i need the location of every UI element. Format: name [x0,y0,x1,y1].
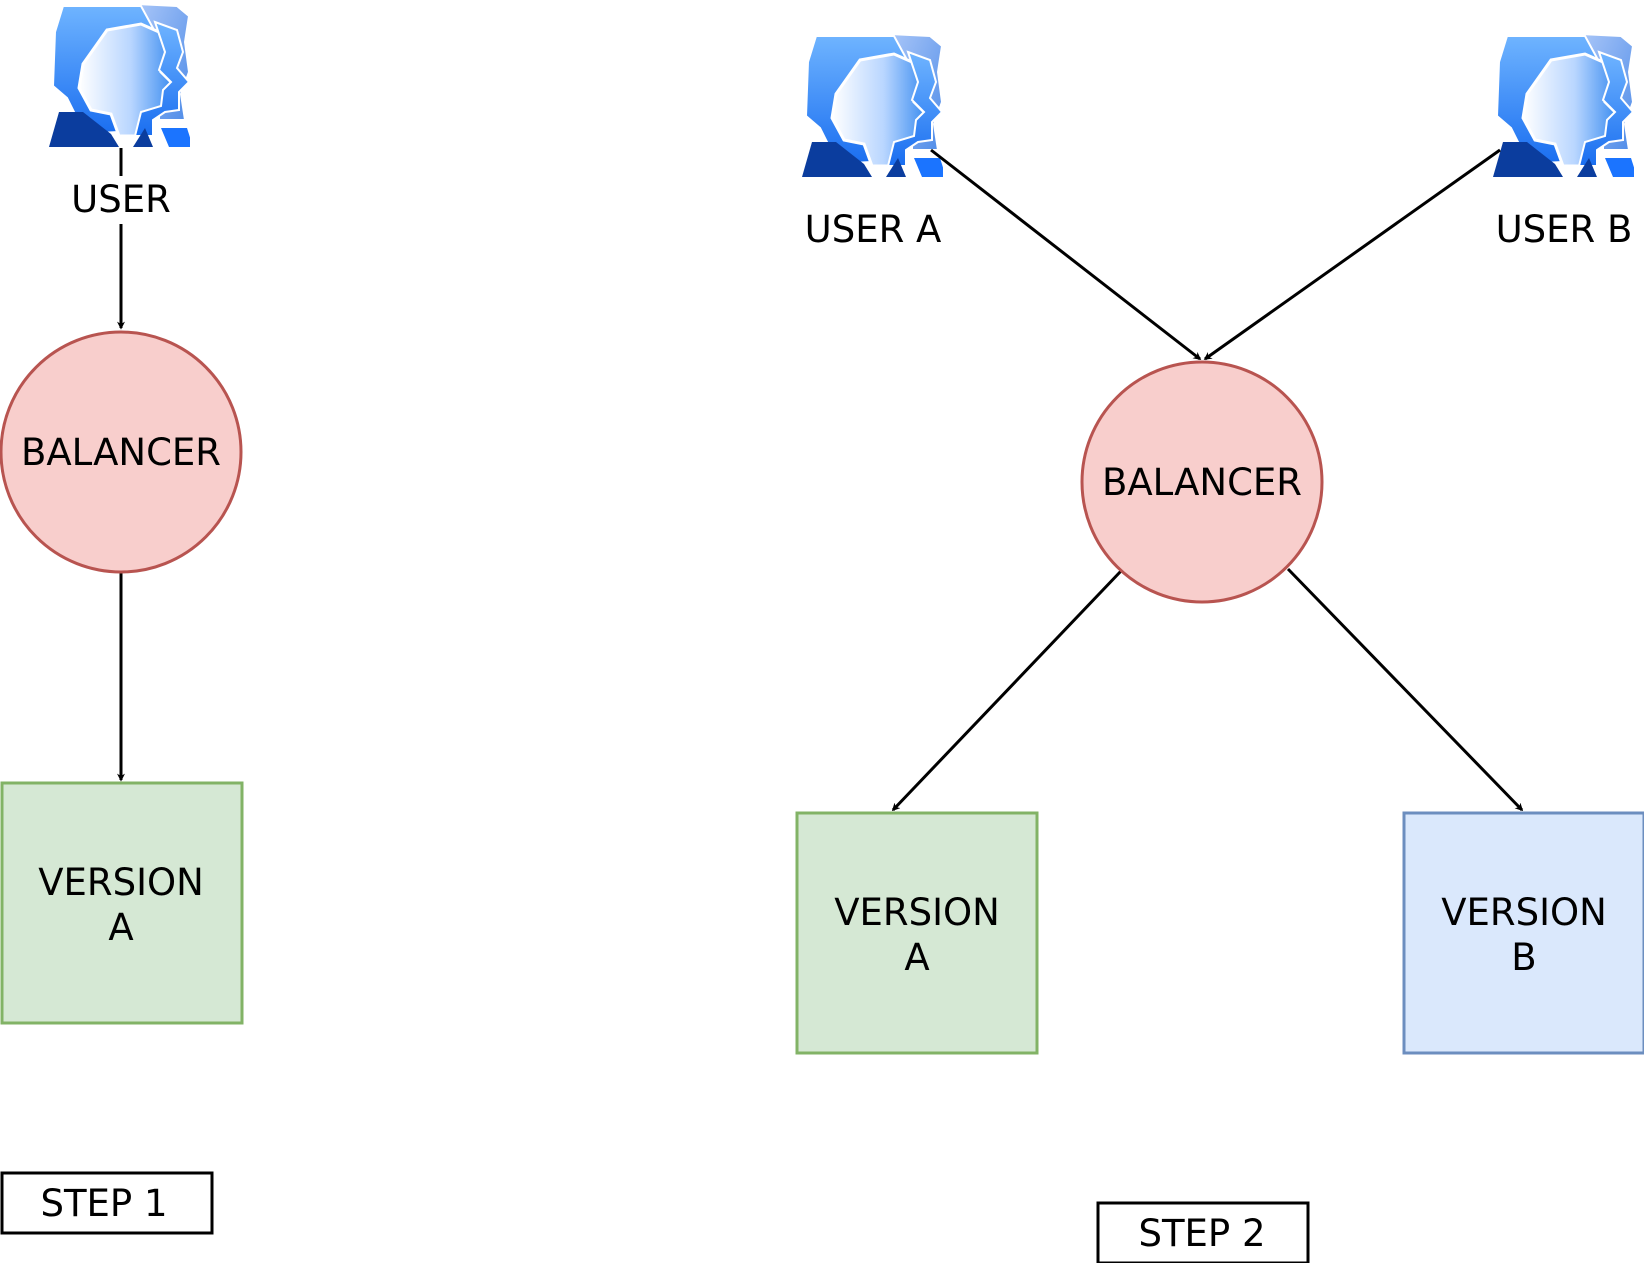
user-a-users-icon [801,32,943,177]
version-a-label-line2: A [904,936,929,979]
balancer-label: BALANCER [21,431,221,474]
user-label: USER [71,178,171,221]
version-a-label-line1: VERSION [38,861,204,904]
user-b-users-icon [1492,32,1634,177]
step1-label-box [0,1171,214,1235]
step2-group: USER A USER B BALANCER VERSION A VERSION… [795,32,1644,1263]
step2-label-box [1096,1201,1310,1263]
version-a-node[interactable] [795,811,1039,1055]
users-icon [48,2,190,147]
version-a-label-line2: A [108,906,133,949]
user-a-label: USER A [805,208,942,251]
version-b-label-line1: VERSION [1441,891,1607,934]
user-label-bg [62,172,182,222]
version-b-node[interactable] [1402,811,1644,1055]
edge-user-a-to-balancer [930,148,1202,361]
version-a-label-line1: VERSION [834,891,1000,934]
balancer-node[interactable] [0,330,243,574]
version-b-label-line2: B [1511,936,1536,979]
edge-user-b-to-balancer [1203,148,1501,361]
user-b-label: USER B [1496,208,1633,251]
edge-balancer-to-version-a [891,569,1123,812]
edge-balancer-to-version-b [1286,567,1524,812]
step2-label: STEP 2 [1138,1212,1265,1255]
step1-label: STEP 1 [40,1182,167,1225]
balancer-label: BALANCER [1102,461,1302,504]
balancer-node[interactable] [1080,360,1324,604]
version-a-node[interactable] [0,781,244,1025]
step1-group: USER BALANCER VERSION A STEP 1 [0,2,244,1235]
